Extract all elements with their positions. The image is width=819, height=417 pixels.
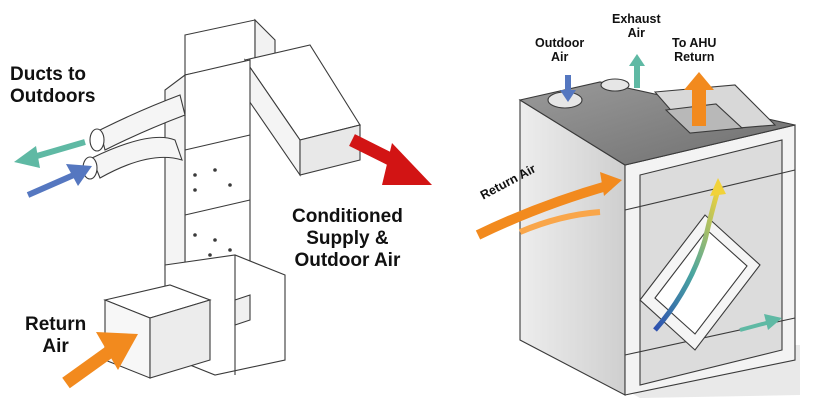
outdoor-label-line2: Air [550,50,569,65]
ahu-return-arrow-icon [684,72,714,126]
ducts-label-line1: Ducts to [10,64,86,85]
right-unit-drawing [518,78,800,398]
exhaust-label-line2: Air [627,26,645,41]
outdoor-label-line1: Outdoor [535,36,585,50]
outdoor-arrow-icon [26,164,92,198]
exhaust-arrow-icon [14,139,86,168]
conditioned-supply-label: Conditioned Supply & Outdoor Air [292,206,403,272]
right-exhaust-arrow-icon [629,54,645,88]
right-outdoor-arrow-icon [560,75,576,102]
internal-airflow-arrow-icon [653,178,782,332]
left-return-air-label: Return Air [25,314,86,358]
ahu-label-line2: Return [674,50,715,65]
to-ahu-return-label: To AHU Return [672,36,716,65]
return-label-line1: Return [25,314,87,335]
ahu-label-line1: To AHU [672,36,717,50]
supply-label-line1: Conditioned [292,206,403,227]
return-arrow-icon [62,332,138,389]
right-return-arrow-icon [475,172,622,240]
ducts-to-outdoors-label: Ducts to Outdoors [10,64,96,108]
exhaust-air-label: Exhaust Air [612,12,661,41]
outdoor-air-label: Outdoor Air [535,36,584,65]
return-label-line2: Air [42,335,69,357]
exhaust-label-line1: Exhaust [612,12,661,26]
supply-label-line3: Outdoor Air [294,249,401,271]
supply-label-line2: Supply & [306,227,389,249]
left-unit-drawing [82,18,361,379]
ducts-label-line2: Outdoors [10,85,96,107]
supply-arrow-icon [349,134,432,185]
